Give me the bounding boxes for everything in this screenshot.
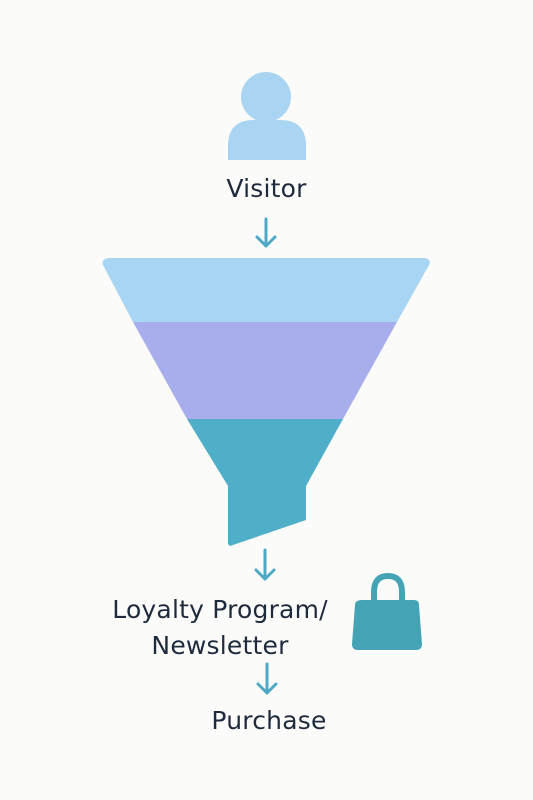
loyalty-label-line2: Newsletter (151, 631, 289, 660)
loyalty-program-label: Loyalty Program/ Newsletter (100, 592, 340, 664)
purchase-label: Purchase (211, 706, 327, 735)
person-icon-body (228, 120, 306, 160)
visitor-label: Visitor (226, 174, 307, 203)
funnel-stage-middle (133, 322, 397, 419)
person-icon-head (241, 72, 291, 122)
loyalty-label-line1: Loyalty Program/ (112, 595, 328, 624)
funnel-stage-top (102, 258, 430, 322)
funnel-stage-bottom (187, 419, 343, 546)
shopping-bag-handle (371, 572, 405, 605)
shopping-bag-body (352, 600, 422, 650)
